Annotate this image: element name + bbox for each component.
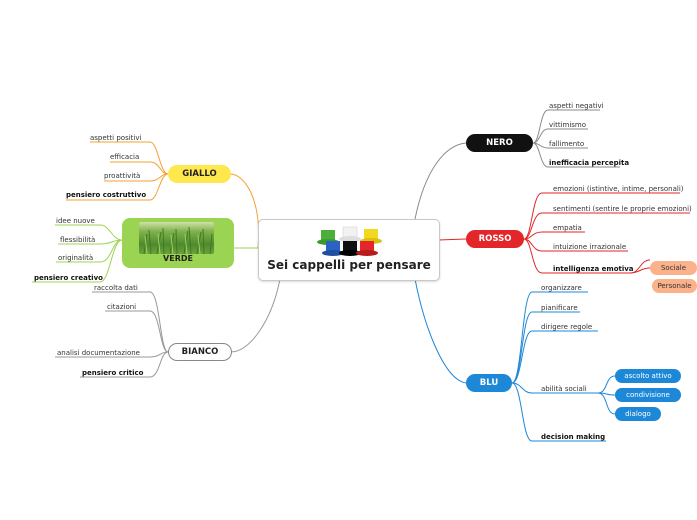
topic-verde[interactable]: VERDE: [122, 218, 234, 268]
nero-item[interactable]: fallimento: [549, 140, 585, 148]
bianco-item[interactable]: pensiero critico: [82, 369, 144, 377]
grass-field-icon: [139, 222, 214, 254]
topic-giallo-label: GIALLO: [182, 169, 217, 179]
verde-item[interactable]: originalità: [58, 254, 94, 262]
blu-subitem-condivisione[interactable]: condivisione: [615, 388, 681, 402]
rosso-subitem-personale-visible[interactable]: Personale: [652, 279, 697, 293]
blu-item[interactable]: dirigere regole: [541, 323, 593, 331]
giallo-item[interactable]: efficacia: [110, 153, 140, 161]
bianco-item[interactable]: analisi documentazione: [57, 349, 140, 357]
central-topic[interactable]: Sei cappelli per pensare: [258, 219, 440, 281]
nero-item[interactable]: inefficacia percepita: [549, 159, 630, 167]
topic-rosso-label: ROSSO: [478, 234, 512, 244]
rosso-item[interactable]: intuizione irrazionale: [553, 243, 627, 251]
topic-nero-label: NERO: [486, 138, 513, 148]
bianco-item[interactable]: raccolta dati: [94, 284, 138, 292]
grass-blades: [143, 226, 213, 254]
nero-item[interactable]: aspetti negativi: [549, 102, 604, 110]
giallo-connectors: [66, 141, 260, 249]
rosso-item[interactable]: emozioni (istintive, intime, personali): [553, 185, 684, 193]
giallo-item[interactable]: aspetti positivi: [90, 134, 142, 142]
rosso-item[interactable]: empatia: [553, 224, 582, 232]
rosso-item[interactable]: intelligenza emotiva: [553, 265, 634, 273]
nero-connectors: [414, 109, 620, 220]
verde-item[interactable]: pensiero creativo: [34, 274, 103, 282]
bianco-item[interactable]: citazioni: [107, 303, 137, 311]
giallo-item[interactable]: proattività: [104, 172, 141, 180]
verde-item[interactable]: idee nuove: [56, 217, 95, 225]
verde-connectors: [32, 224, 258, 283]
rosso-item[interactable]: sentimenti (sentire le proprie emozioni): [553, 205, 692, 213]
giallo-item[interactable]: pensiero costruttivo: [66, 191, 147, 199]
topic-verde-label: VERDE: [163, 254, 193, 263]
topic-nero[interactable]: NERO: [466, 134, 533, 152]
topic-bianco-label: BIANCO: [181, 347, 219, 357]
topic-blu-label: BLU: [479, 378, 499, 388]
nero-item[interactable]: vittimismo: [549, 121, 587, 129]
blu-item[interactable]: organizzare: [541, 284, 582, 292]
blu-item[interactable]: pianificare: [541, 304, 578, 312]
topic-blu[interactable]: BLU: [466, 374, 512, 392]
blu-connectors: [414, 278, 616, 442]
central-title: Sei cappelli per pensare: [267, 258, 431, 272]
rosso-connectors: [437, 192, 690, 274]
blu-subitem-dialogo[interactable]: dialogo: [615, 407, 661, 421]
blu-subitem-ascolto-attivo[interactable]: ascolto attivo: [615, 369, 681, 383]
topic-bianco[interactable]: BIANCO: [168, 343, 232, 361]
topic-giallo[interactable]: GIALLO: [168, 165, 231, 183]
rosso-subitem-sociale[interactable]: Sociale: [650, 261, 697, 275]
bianco-connectors: [55, 278, 281, 378]
verde-item[interactable]: flessibilità: [60, 236, 96, 244]
six-colored-top-hats-icon: [317, 226, 382, 256]
blu-item[interactable]: decision making: [541, 433, 606, 441]
topic-rosso[interactable]: ROSSO: [466, 230, 524, 248]
blu-item[interactable]: abilità sociali: [541, 385, 587, 393]
